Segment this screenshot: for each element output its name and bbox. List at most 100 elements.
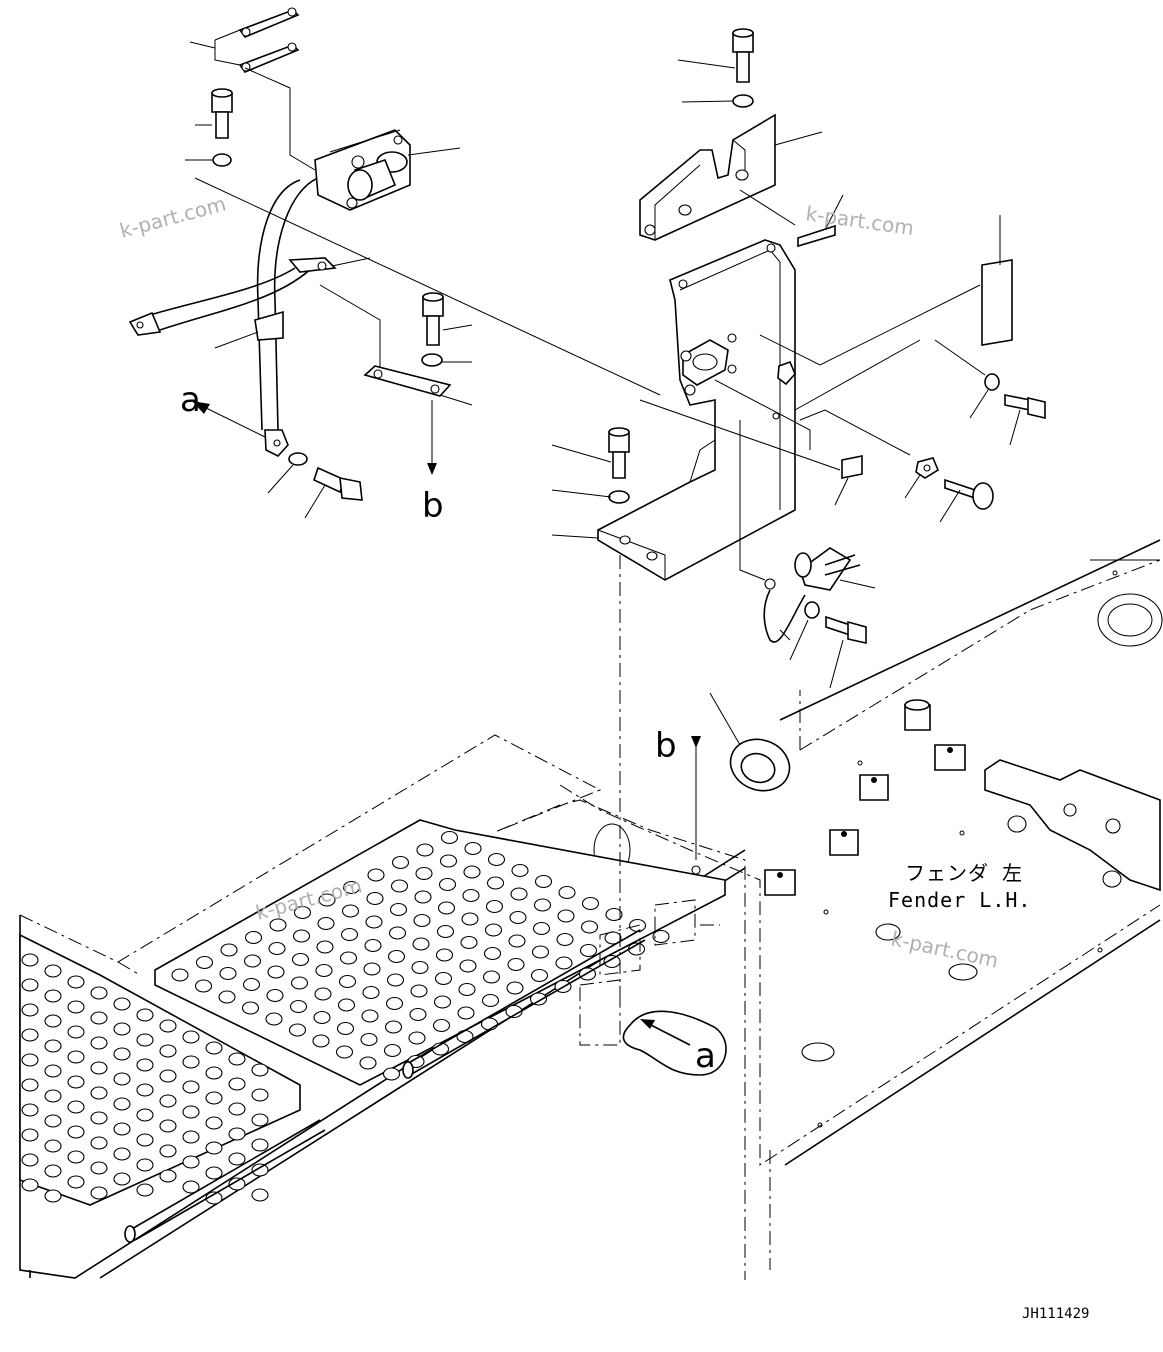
mat-hole [159, 1119, 177, 1133]
mat-hole [205, 1141, 223, 1155]
mat-hole [44, 1064, 62, 1078]
boss [934, 744, 966, 771]
washer [212, 153, 232, 167]
mat-hole [336, 1021, 355, 1036]
fender-label-jp: フェンダ 左 [905, 861, 1023, 885]
mat-hole [510, 887, 528, 901]
mat-hole [361, 1009, 379, 1023]
mat-hole [220, 943, 238, 957]
mat-hole [67, 975, 85, 989]
bolt [211, 88, 233, 139]
mat-hole [251, 1138, 269, 1152]
bolt [608, 427, 630, 479]
mat-hole [21, 1103, 39, 1117]
bolt [422, 292, 444, 346]
mat-hole [531, 945, 550, 959]
mat-hole [136, 1158, 154, 1172]
mat-hole [90, 1186, 108, 1200]
mat-hole [384, 1020, 403, 1034]
mat-hole [67, 1150, 85, 1164]
mat-hole [290, 976, 309, 990]
mat-hole [366, 891, 384, 906]
switch-assembly [763, 547, 861, 643]
hinge [124, 929, 646, 1243]
mat-hole [67, 1125, 85, 1139]
mat-hole [194, 979, 213, 993]
mat-hole [113, 1122, 131, 1136]
mat-hole [90, 1011, 108, 1025]
mat-hole [459, 959, 477, 973]
mat-hole [44, 964, 62, 978]
mat-hole [529, 992, 548, 1006]
battery-cable-assembly [128, 129, 411, 457]
knob-bolt [944, 478, 994, 510]
mat-hole [339, 951, 358, 965]
mat-hole [363, 962, 381, 976]
view-label-a: a [695, 1036, 716, 1076]
mat-hole [486, 876, 505, 890]
mat-hole [265, 1012, 283, 1026]
mat-hole [481, 993, 500, 1008]
mat-hole [21, 1053, 39, 1067]
upper-bracket [639, 113, 776, 241]
mat-hole [21, 1028, 39, 1042]
mat-hole [182, 1080, 200, 1094]
washer [288, 452, 308, 466]
mat-hole [159, 1169, 177, 1183]
mat-hole [411, 960, 429, 975]
mat-hole [205, 1066, 223, 1080]
mat-hole [269, 918, 287, 932]
mat-hole [440, 830, 459, 845]
mat-hole [242, 977, 261, 992]
mat-hole [555, 956, 573, 970]
mat-hole [113, 997, 131, 1011]
mat-hole [438, 877, 457, 892]
mat-hole [463, 865, 481, 879]
drawing-code: JH111429 [1022, 1306, 1089, 1322]
mat-hole [228, 1052, 246, 1066]
mat-hole [288, 1023, 307, 1037]
mat-hole [341, 904, 360, 918]
view-label-b: b [422, 486, 444, 526]
mat-hole [21, 1003, 39, 1017]
mat-hole [136, 1058, 154, 1072]
mat-hole [67, 1050, 85, 1064]
leader-lines [185, 59, 1021, 1000]
mat-hole [414, 890, 432, 904]
mat-hole [317, 916, 335, 931]
mat-hole [289, 999, 308, 1014]
mat-hole [90, 1061, 108, 1075]
mat-hole [90, 1161, 108, 1175]
mat-hole [436, 924, 455, 939]
clamp-plate [363, 365, 452, 397]
mat-hole [387, 949, 406, 964]
mat-hole [251, 1113, 269, 1127]
mat-hole [267, 965, 285, 979]
washer [608, 490, 630, 504]
mat-hole [509, 910, 527, 925]
mat-hole [266, 988, 284, 1003]
mat-hole [385, 996, 404, 1011]
mat-hole [388, 926, 407, 940]
mat-hole [268, 941, 286, 956]
mat-hole [464, 841, 482, 856]
mat-hole [410, 984, 428, 998]
mat-hole [113, 1172, 131, 1186]
mat-hole [413, 913, 431, 928]
mat-hole [251, 1088, 269, 1102]
mat-hole [383, 1043, 402, 1058]
mat-hole [391, 855, 410, 870]
mat-hole [579, 943, 598, 958]
mat-hole [159, 1019, 177, 1033]
mat-hole [67, 1100, 85, 1114]
mat-hole [482, 970, 501, 984]
mat-hole [136, 1008, 154, 1022]
mat-hole [205, 1041, 223, 1055]
mat-hole [316, 940, 334, 954]
mat-hole [359, 1056, 377, 1070]
mat-hole [251, 1188, 269, 1202]
mat-hole [241, 1001, 260, 1015]
mat-hole [314, 987, 332, 1001]
mat-hole [44, 1164, 62, 1178]
